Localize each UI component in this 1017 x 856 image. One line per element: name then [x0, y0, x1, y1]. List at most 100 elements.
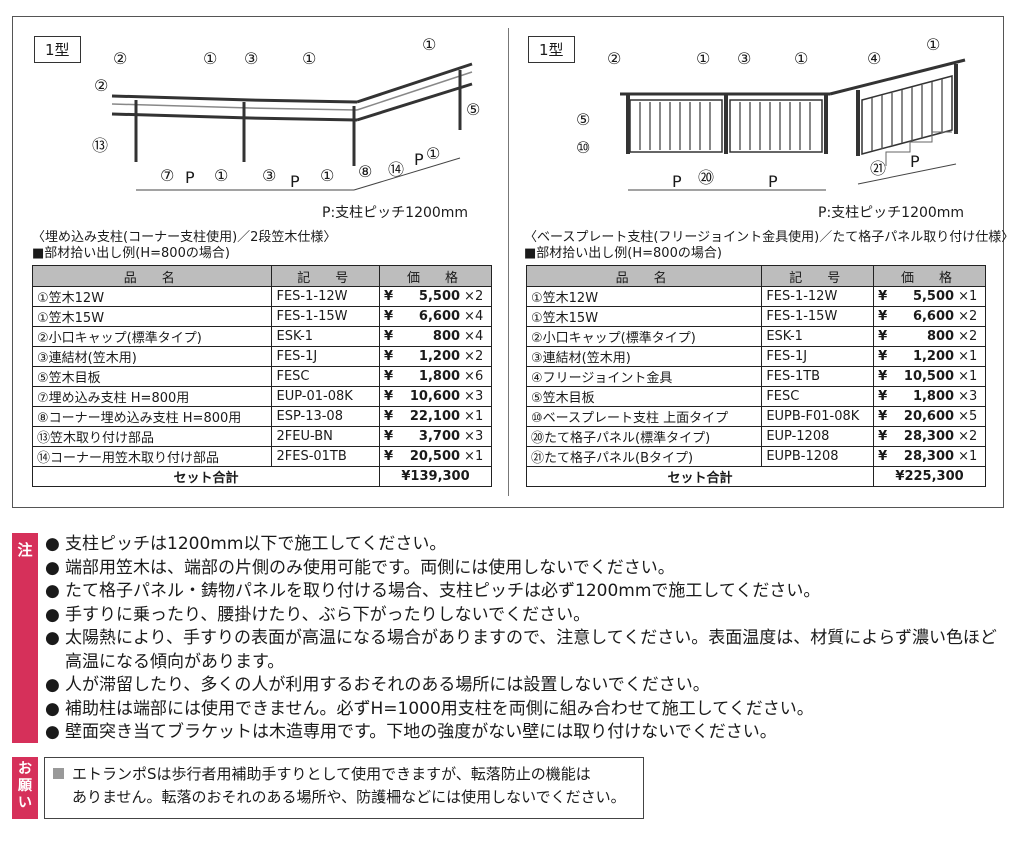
part-price: ¥28,300×1 [873, 446, 986, 467]
set-total-label: セット合計 [525, 466, 875, 487]
col-header-name: 品 名 [525, 265, 763, 287]
price-amount: 1,200 [418, 349, 461, 364]
part-name: ①笠木12W [31, 286, 273, 307]
price-amount: 1,800 [418, 369, 461, 384]
quantity: ×2 [958, 329, 978, 344]
left-label: ⑭ [388, 160, 405, 179]
right-label: ③ [737, 49, 752, 68]
bullet-icon: ● [45, 722, 60, 742]
part-code: FES-1TB [761, 366, 875, 387]
price-amount: 10,600 [409, 389, 461, 404]
quantity: ×2 [958, 309, 978, 324]
note-text: 端部用笠木は、端部の片側のみ使用可能です。両側には使用しないでください。 [65, 557, 675, 578]
left-label: ③ [244, 49, 259, 68]
request-line-2: ありません。転落のおそれのある場所や、防護柵などには使用しないでください。 [72, 788, 626, 806]
note-item: ●手すりに乗ったり、腰掛けたり、ぶら下がったりしないでください。 [45, 604, 1010, 628]
note-item: ●たて格子パネル・鋳物パネルを取り付ける場合、支柱ピッチは必ず1200mmで施工… [45, 580, 1010, 604]
right-label: P [672, 172, 682, 191]
left-label: ⑬ [92, 136, 109, 155]
note-text: 太陽熱により、手すりの表面が高温になる場合がありますので、注意してください。表面… [65, 628, 997, 672]
bullet-icon: ● [45, 534, 60, 554]
right-label: ㉑ [870, 159, 887, 178]
col-header-price: 価 格 [873, 265, 986, 287]
left-label: ② [94, 76, 109, 95]
quantity: ×4 [464, 309, 484, 324]
right-label: ① [926, 35, 941, 54]
set-total-value: ¥225,300 [873, 466, 986, 487]
notes-tag: 注 [12, 533, 38, 743]
part-name: ②小口キャップ(標準タイプ) [31, 326, 273, 347]
request-box: エトランポSは歩行者用補助手すりとして使用できますが、転落防止の機能は ありませ… [44, 757, 644, 819]
note-item: ●壁面突き当てブラケットは木造専用です。下地の強度がない壁には取り付けないでくだ… [45, 721, 1010, 745]
price-amount: 1,200 [912, 349, 955, 364]
price-amount: 3,700 [418, 429, 461, 444]
set-total-value: ¥139,300 [379, 466, 492, 487]
part-name: ㉑たて格子パネル(Bタイプ) [525, 446, 763, 467]
bullet-icon: ● [45, 628, 60, 648]
part-name: ⑦埋め込み支柱 H=800用 [31, 386, 273, 407]
price-amount: 5,500 [418, 289, 461, 304]
part-price: ¥800×2 [873, 326, 986, 347]
part-name: ①笠木15W [31, 306, 273, 327]
left-type-label: 1型 [34, 36, 81, 63]
left-label: P [414, 150, 424, 169]
right-label: ⑩ [576, 138, 591, 157]
note-item: ●人が滞留したり、多くの人が利用するおそれのある場所には設置しないでください。 [45, 674, 1010, 698]
part-name: ③連結材(笠木用) [525, 346, 763, 367]
right-label: P [910, 152, 920, 171]
part-code: ESK-1 [761, 326, 875, 347]
part-code: FES-1-12W [271, 286, 381, 307]
left-label: ⑤ [466, 100, 481, 119]
part-code: 2FES-01TB [271, 446, 381, 467]
request-line-1: エトランポSは歩行者用補助手すりとして使用できますが、転落防止の機能は [72, 765, 591, 783]
price-amount: 6,600 [418, 309, 461, 324]
quantity: ×5 [958, 409, 978, 424]
yen-sign: ¥ [878, 329, 888, 344]
quantity: ×2 [958, 429, 978, 444]
left-label: ① [203, 49, 218, 68]
part-name: ⑳たて格子パネル(標準タイプ) [525, 426, 763, 447]
quantity: ×2 [464, 289, 484, 304]
bullet-icon: ● [45, 675, 60, 695]
price-amount: 6,600 [912, 309, 955, 324]
part-price: ¥1,200×2 [379, 346, 492, 367]
quantity: ×3 [958, 389, 978, 404]
part-code: FESC [271, 366, 381, 387]
part-code: FES-1-15W [761, 306, 875, 327]
yen-sign: ¥ [878, 369, 888, 384]
table-row: ㉑たて格子パネル(Bタイプ)EUPB-1208¥28,300×1 [525, 446, 986, 467]
part-name: ②小口キャップ(標準タイプ) [525, 326, 763, 347]
quantity: ×1 [464, 409, 484, 424]
right-label: ⑤ [576, 110, 591, 129]
part-price: ¥6,600×4 [379, 306, 492, 327]
right-label: P [768, 172, 778, 191]
note-item: ●太陽熱により、手すりの表面が高温になる場合がありますので、注意してください。表… [45, 627, 1010, 674]
price-amount: 20,600 [903, 409, 955, 424]
part-name: ③連結材(笠木用) [31, 346, 273, 367]
price-amount: 1,800 [912, 389, 955, 404]
table-row: ③連結材(笠木用)FES-1J¥1,200×2 [31, 346, 492, 367]
left-label: ① [302, 49, 317, 68]
quantity: ×6 [464, 369, 484, 384]
part-name: ⑤笠木目板 [31, 366, 273, 387]
left-railing-diagram [111, 62, 473, 191]
price-amount: 28,300 [903, 449, 955, 464]
part-code: 2FEU-BN [271, 426, 381, 447]
yen-sign: ¥ [384, 429, 394, 444]
left-label: ① [214, 166, 229, 185]
table-row: ⑳たて格子パネル(標準タイプ)EUP-1208¥28,300×2 [525, 426, 986, 447]
left-label: ③ [262, 166, 277, 185]
right-caption-sub: ■部材拾い出し例(H=800の場合) [524, 246, 722, 261]
part-price: ¥800×4 [379, 326, 492, 347]
left-label: ⑧ [358, 162, 373, 181]
quantity: ×1 [958, 369, 978, 384]
right-label: ① [794, 49, 809, 68]
part-name: ⑤笠木目板 [525, 386, 763, 407]
price-amount: 10,500 [903, 369, 955, 384]
part-price: ¥3,700×3 [379, 426, 492, 447]
